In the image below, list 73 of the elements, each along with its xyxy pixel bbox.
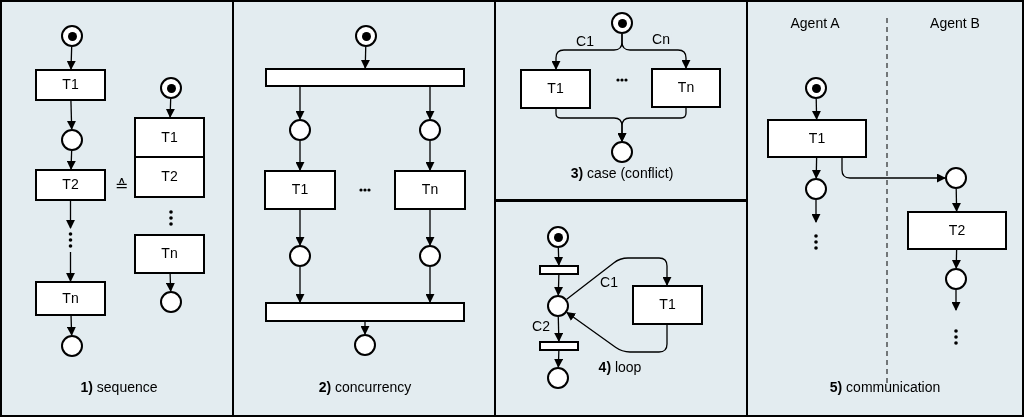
- arc-arrow: [295, 266, 305, 303]
- pattern-panel: [496, 2, 746, 199]
- arc-arrow: [811, 199, 821, 223]
- transition-box: Tn: [134, 234, 205, 274]
- arc-arrow: [952, 188, 961, 212]
- marked-place: [611, 12, 633, 34]
- arc-arrow: [66, 150, 76, 170]
- arc-arrow: [621, 33, 691, 69]
- arc-arrow: [425, 209, 435, 246]
- arc-arrow: [66, 315, 76, 336]
- marked-place: [547, 226, 569, 248]
- text-label: Agent A: [790, 16, 840, 30]
- marked-place: [160, 77, 182, 99]
- text-label: Agent B: [930, 16, 980, 30]
- transition-bar: [539, 341, 579, 351]
- transition-box: T1: [632, 285, 703, 325]
- arc-arrow: [811, 98, 821, 120]
- pattern-panel: [748, 2, 1022, 415]
- transition-box: Tn: [394, 170, 466, 210]
- panel-caption: 5) communication: [829, 380, 941, 394]
- text-label: ≙: [114, 178, 128, 194]
- arc-arrow: [811, 157, 821, 179]
- arc-arrow: [66, 251, 75, 282]
- transition-box: T2: [134, 156, 205, 198]
- panel-caption: 2) concurrency: [318, 380, 412, 394]
- panel-caption: 4) loop: [598, 360, 642, 374]
- arc-arrow: [566, 257, 672, 300]
- transition-bar: [265, 302, 465, 322]
- arc-arrow: [165, 273, 175, 292]
- transition-box: T2: [35, 169, 106, 201]
- arc-arrow: [295, 140, 305, 171]
- pattern-panel: [234, 2, 494, 415]
- arc-arrow: [360, 46, 370, 69]
- edge-label: Cn: [651, 32, 671, 46]
- marked-place: [805, 77, 827, 99]
- panel-caption: 3) case (conflict): [570, 166, 674, 180]
- marked-place: [355, 25, 377, 47]
- edge-label: C1: [575, 34, 595, 48]
- edge-label: C2: [531, 319, 551, 333]
- transition-bar: [539, 265, 579, 275]
- transition-box: T1: [767, 119, 867, 158]
- transition-box: T1: [35, 69, 106, 101]
- arc-arrow: [295, 86, 305, 120]
- arc-arrow: [67, 100, 76, 130]
- arc-arrow: [554, 274, 564, 296]
- arc-arrow: [425, 140, 435, 171]
- arc-arrow: [360, 321, 370, 335]
- arc-arrow: [566, 311, 668, 353]
- transition-box: Tn: [35, 281, 106, 316]
- edge-label: C1: [599, 275, 619, 289]
- transition-box: T2: [907, 211, 1007, 250]
- arc-arrow: [165, 98, 175, 118]
- arc-arrow: [295, 209, 305, 246]
- arc-arrow: [66, 200, 75, 229]
- transition-box: T1: [264, 170, 336, 210]
- arc-arrow: [554, 316, 564, 342]
- marked-place: [61, 25, 83, 47]
- transition-box: T1: [134, 117, 205, 158]
- pattern-panel: [496, 202, 746, 415]
- arc-arrow: [951, 249, 961, 269]
- arc-arrow: [951, 289, 961, 311]
- arc-arrow: [617, 107, 687, 142]
- panel-caption: 1) sequence: [80, 380, 158, 394]
- transition-bar: [265, 68, 465, 87]
- arc-arrow: [425, 86, 435, 120]
- transition-box: Tn: [651, 68, 721, 108]
- arc-arrow: [66, 46, 76, 70]
- arc-arrow: [841, 157, 946, 183]
- arc-arrow: [425, 266, 435, 303]
- transition-box: T1: [520, 69, 591, 109]
- pattern-panel: [2, 2, 232, 415]
- arc-arrow: [554, 350, 564, 368]
- arc-arrow: [554, 247, 564, 266]
